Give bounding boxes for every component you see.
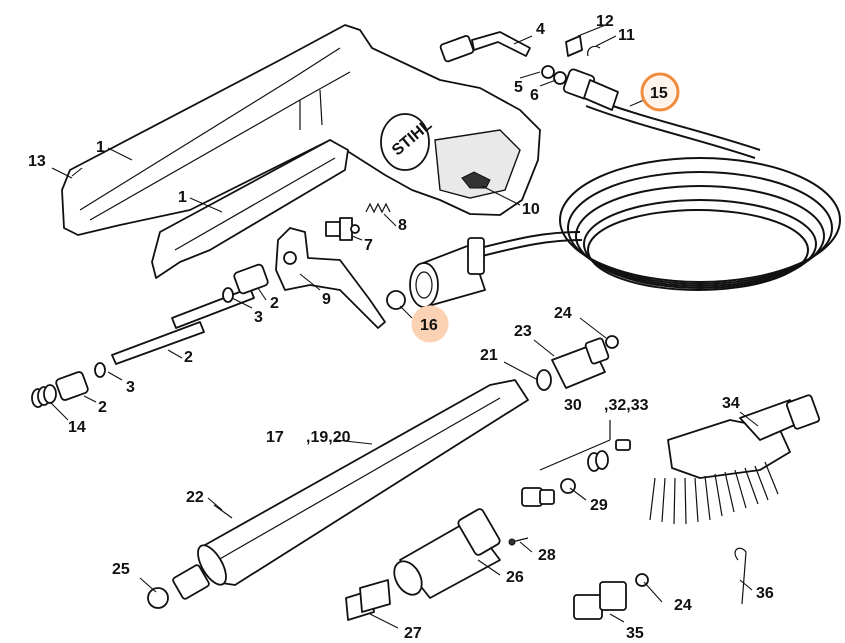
part-label-11: 11: [618, 27, 635, 44]
valve-7: [325, 217, 360, 241]
part-label-32-33: ,32,33: [604, 397, 649, 414]
part-label-6: 6: [530, 87, 539, 104]
part-label-24: 24: [554, 305, 572, 322]
part-label-30: 30: [564, 397, 582, 414]
part-label-25: 25: [112, 561, 130, 578]
part-label-28: 28: [538, 547, 556, 564]
part-label-16: 16: [420, 317, 438, 334]
callout-15-highlight: [640, 72, 680, 112]
part-label-21: 21: [480, 347, 498, 364]
part-label-19-20: ,19,20: [306, 429, 351, 446]
wash-brush: [649, 394, 821, 525]
hook-36: [734, 547, 747, 605]
part-label-23: 23: [514, 323, 532, 340]
adapter-26: [393, 508, 501, 599]
o-rings-3: [94, 287, 234, 378]
high-pressure-hose: [479, 97, 841, 291]
part-label-3: 3: [254, 309, 263, 326]
leader-lines: [49, 23, 759, 629]
elbow-pipe-4: [439, 31, 531, 63]
part-label-24: 24: [674, 597, 692, 614]
o-ring-16: [386, 290, 406, 310]
part-label-13: 13: [28, 153, 46, 170]
part-label-34: 34: [722, 395, 740, 412]
part-label-17: 17: [266, 429, 284, 446]
lock-10: [461, 171, 491, 189]
part-label-7: 7: [364, 237, 373, 254]
part-label-26: 26: [506, 569, 524, 586]
part-label-8: 8: [398, 217, 407, 234]
nozzle-35: [573, 573, 649, 620]
part-label-2: 2: [270, 295, 279, 312]
trigger: [275, 227, 386, 329]
hose-fitting-15: [562, 68, 619, 111]
part-label-5: 5: [514, 79, 523, 96]
part-label-1: 1: [178, 189, 187, 206]
part-label-14: 14: [68, 419, 86, 436]
part-label-15: 15: [650, 85, 668, 102]
screw-13: [51, 167, 73, 179]
spray-gun-housing: [61, 24, 541, 279]
rod-2b: [111, 321, 205, 365]
part-label-1: 1: [96, 139, 105, 156]
spring-8: [365, 202, 391, 214]
part-label-29: 29: [590, 497, 608, 514]
screw-28: [508, 537, 529, 546]
callout-16-highlight: [411, 305, 449, 343]
part-label-3: 3: [126, 379, 135, 396]
swivel-connector: [409, 237, 486, 308]
part-label-4: 4: [536, 21, 545, 38]
part-label-12: 12: [596, 13, 614, 30]
nozzle-23: [536, 335, 619, 391]
part-label-2: 2: [184, 349, 193, 366]
o-ring-25: [147, 587, 169, 609]
part-label-22: 22: [186, 489, 204, 506]
part-label-2: 2: [98, 399, 107, 416]
nozzle-insert-30: [521, 420, 631, 507]
spray-lance: [172, 379, 529, 600]
part-label-36: 36: [756, 585, 774, 602]
clip-11-12: [565, 35, 601, 57]
pin-22: [213, 504, 233, 519]
sleeve-2: [55, 263, 269, 401]
part-label-10: 10: [522, 201, 540, 218]
part-label-9: 9: [322, 291, 331, 308]
spring-14: [31, 384, 57, 408]
part-label-35: 35: [626, 625, 644, 642]
part-label-27: 27: [404, 625, 422, 642]
nut-5-6: [541, 65, 567, 85]
label-sticker-27: [345, 579, 391, 621]
